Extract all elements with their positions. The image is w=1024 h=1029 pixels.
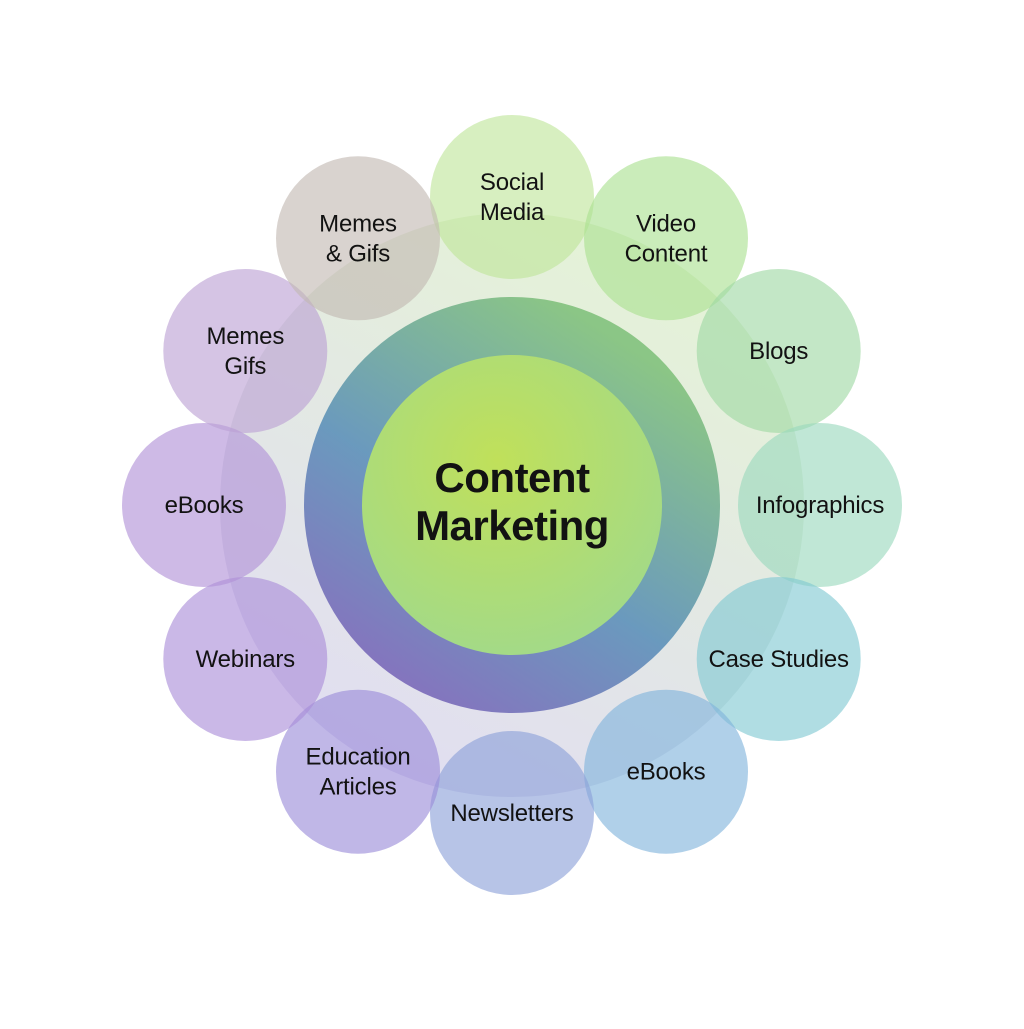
node-bubble-webinars [163,577,328,741]
node-bubble-blogs [696,269,861,433]
node-label-case-studies-line-1: Case Studies [709,646,850,673]
node-bubble-social-media [430,115,594,279]
center-label-line-1: Content [434,454,590,501]
center-circle [362,355,662,655]
node-label-infographics-line-1: Infographics [756,492,885,519]
node-bubble-ebooks-left [122,423,286,587]
node-bubble-newsletters [430,731,594,895]
node-label-memes-gifs-top-line-1: Memes [319,210,397,237]
node-bubble-video-content [584,156,748,321]
center-label-line-2: Marketing [415,502,609,549]
node-label-education-articles-line-2: Articles [319,774,396,801]
node-label-ebooks-right-line-1: eBooks [627,759,706,786]
node-label-webinars-line-1: Webinars [196,646,296,673]
node-bubble-infographics [738,423,902,587]
node-label-memes-gifs-top-line-2: & Gifs [326,240,390,267]
node-label-memes-gifs-left-line-2: Gifs [224,353,266,380]
node-label-memes-gifs-left-line-1: Memes [206,323,284,350]
node-label-newsletters-line-1: Newsletters [450,800,573,827]
node-label-blogs-line-1: Blogs [749,338,808,365]
node-bubble-education-articles [276,689,440,854]
node-bubble-memes-gifs-left [163,269,328,433]
node-label-video-content-line-2: Content [625,240,708,267]
node-label-education-articles-line-1: Education [306,744,411,771]
node-label-social-media-line-2: Media [480,199,545,226]
node-label-ebooks-left-line-1: eBooks [165,492,244,519]
node-bubble-case-studies [696,577,861,741]
nodes-layer [122,115,902,895]
node-label-video-content-line-1: Video [636,210,696,237]
node-bubble-ebooks-right [584,689,748,854]
node-label-social-media-line-1: Social [480,169,544,196]
node-bubble-memes-gifs-top [276,156,440,321]
